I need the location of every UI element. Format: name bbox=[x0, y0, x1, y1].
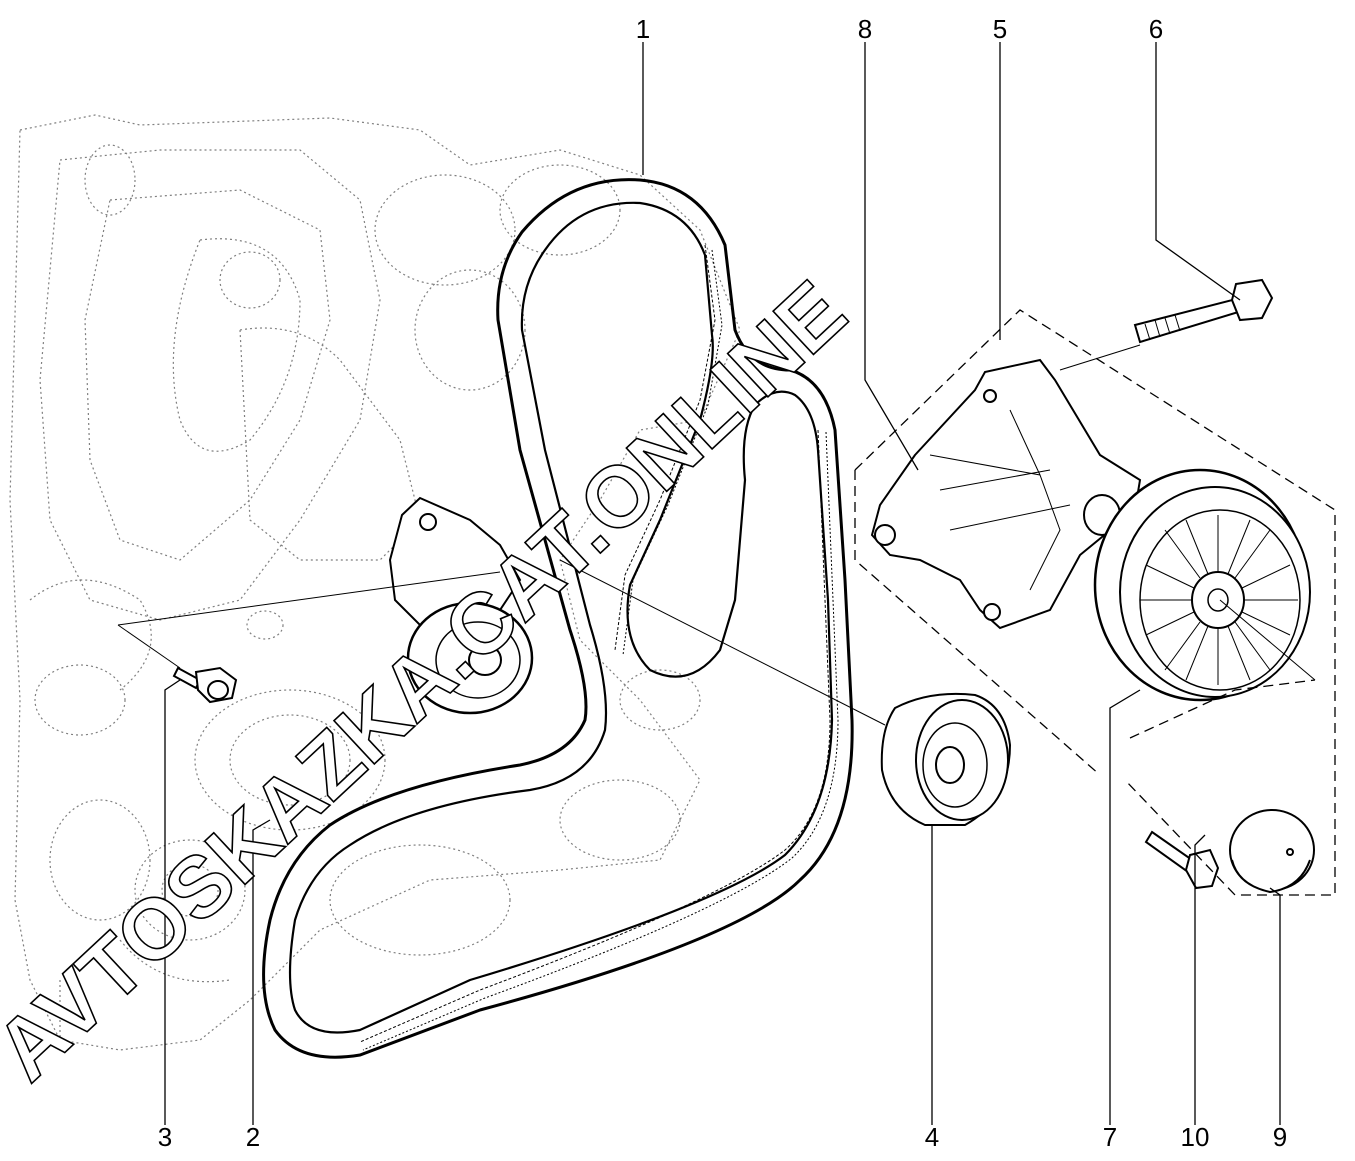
engine-block-outline bbox=[9, 114, 741, 1051]
callout-9: 9 bbox=[1272, 1122, 1288, 1152]
tensioner-pulley-hub bbox=[468, 644, 502, 676]
callout-8: 8 bbox=[857, 14, 873, 44]
callout-1: 1 bbox=[635, 14, 651, 44]
alternator-pulley bbox=[1093, 468, 1311, 702]
pulley-spokes bbox=[1140, 515, 1298, 685]
belt-outer-edge bbox=[262, 178, 854, 1059]
reference-lines bbox=[117, 344, 1316, 726]
callout-6: 6 bbox=[1148, 14, 1164, 44]
callout-5: 5 bbox=[992, 14, 1008, 44]
belt-inner-edge bbox=[288, 201, 834, 1034]
dust-cap bbox=[1229, 809, 1315, 894]
callout-10: 10 bbox=[1180, 1122, 1210, 1152]
bolt-6 bbox=[1133, 278, 1274, 344]
callout-3: 3 bbox=[157, 1122, 173, 1152]
svg-text:AVTOSKAZKA.CAT.ONLINE: AVTOSKAZKA.CAT.ONLINE bbox=[0, 263, 864, 1099]
bolt-3 bbox=[172, 666, 238, 704]
tensioner-bracket-hole bbox=[419, 513, 437, 531]
leader-lines bbox=[164, 42, 1281, 1125]
idler-pulley bbox=[880, 692, 1012, 826]
callout-4: 4 bbox=[924, 1122, 940, 1152]
tensioner-assembly bbox=[388, 496, 534, 715]
watermark: AVTOSKAZKA.CAT.ONLINE bbox=[0, 262, 865, 1100]
belt-rib-lines bbox=[359, 244, 831, 1043]
mounting-bracket bbox=[870, 358, 1142, 630]
drive-belt bbox=[262, 178, 854, 1059]
callout-2: 2 bbox=[245, 1122, 261, 1152]
callout-7: 7 bbox=[1102, 1122, 1118, 1152]
belt-rib-lines-2 bbox=[362, 249, 839, 1051]
bolt-10 bbox=[1144, 830, 1220, 890]
assembly-group-lines bbox=[854, 309, 1336, 896]
